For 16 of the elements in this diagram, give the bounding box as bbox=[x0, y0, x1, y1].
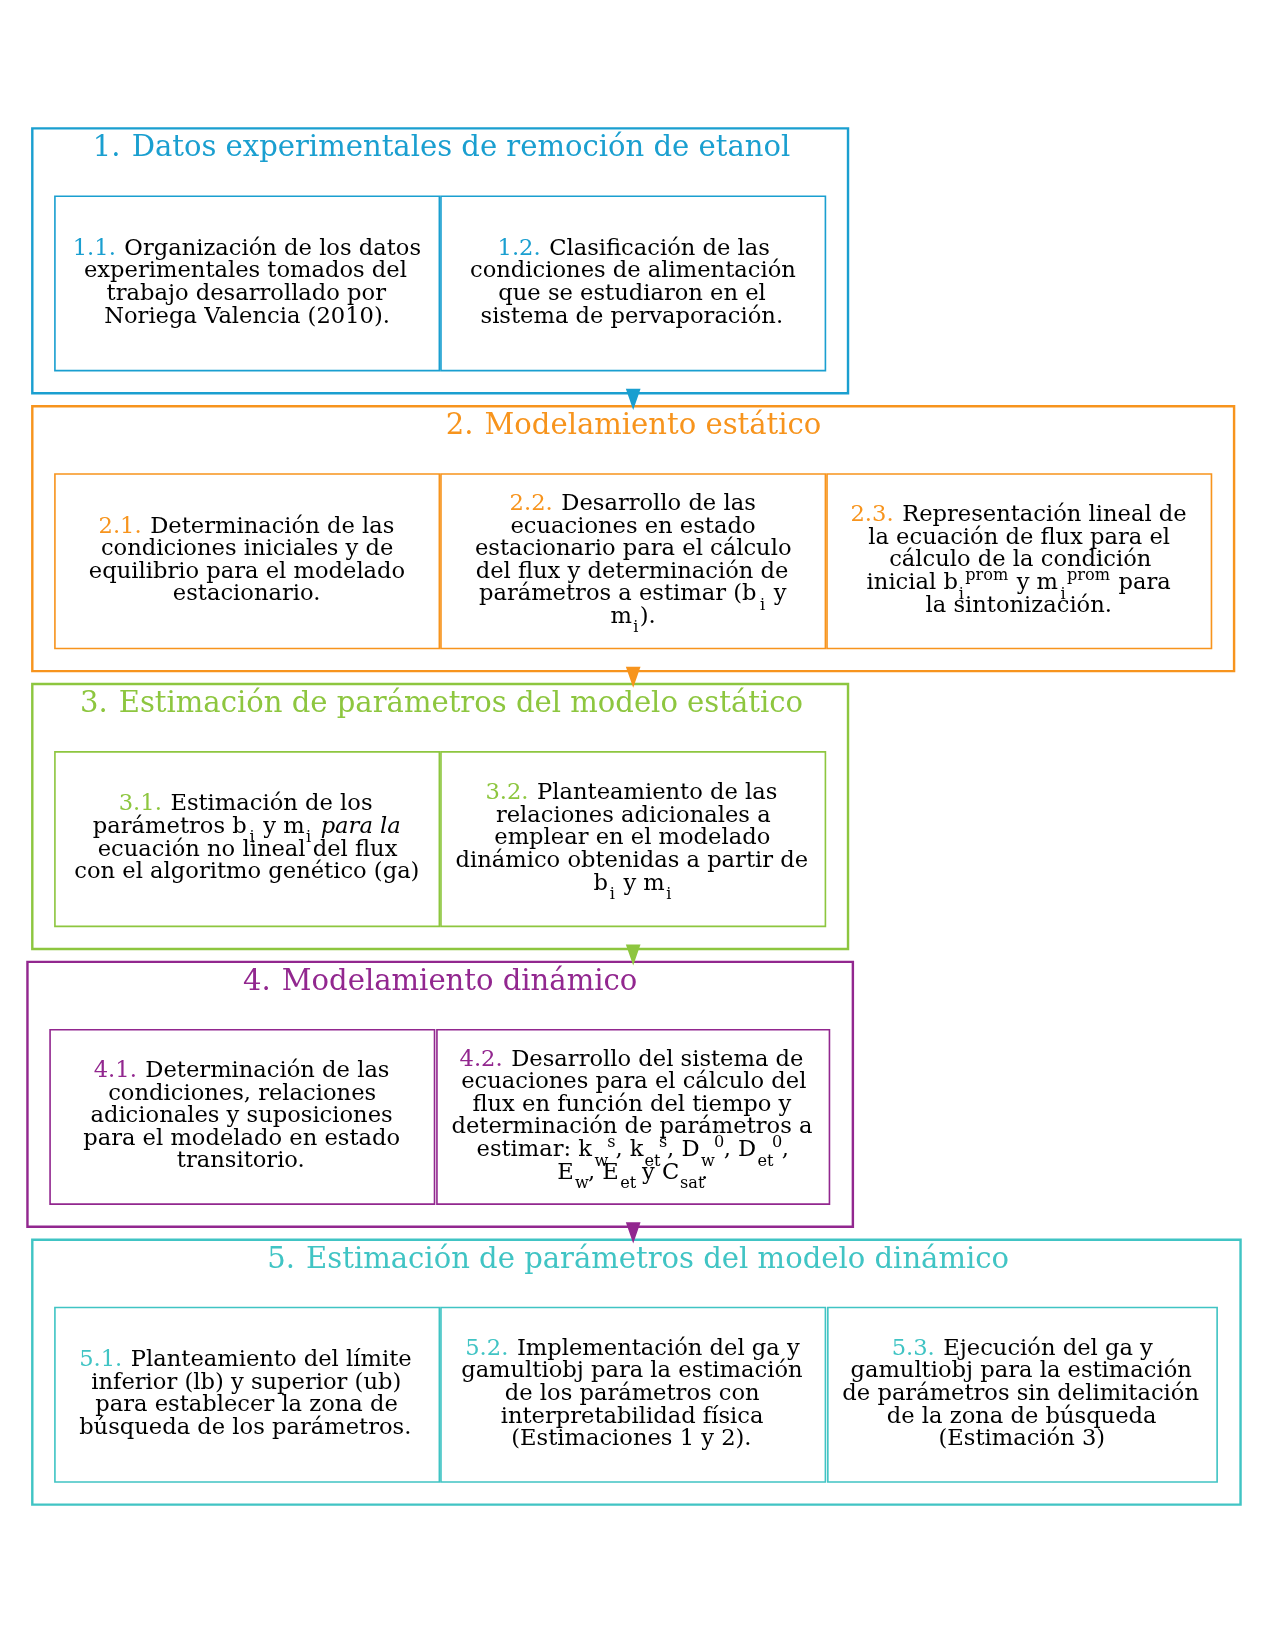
node-box: 1.1. Organización de los datos experimentales tomados del trabajo desarrollado por Noriega Valencia (2010). bbox=[54, 195, 441, 372]
node-box: 2.3. Representación lineal de la ecuación de flux para el cálculo de la condición inicial b$_{i}$$^{prom}$ y m$_{i}$$^{prom}$ para la sintonización. bbox=[826, 473, 1213, 650]
node-box: 5.1. Planteamiento del límite inferior (lb) y superior (ub) para establecer la zona de búsqueda de los parámetros. bbox=[54, 1306, 441, 1483]
node-box: 5.3. Ejecución del ga y gamultiobj para la estimación de parámetros sin delimitación de la zona de búsqueda (Estimación 3) bbox=[827, 1306, 1218, 1483]
arrow bbox=[625, 944, 641, 966]
node-box: 3.1. Estimación de los parámetros b$_{i}$ y m$_{i}$ para la ecuación no lineal del flux con el algoritmo genético (ga) bbox=[54, 751, 441, 928]
arrow bbox=[625, 1222, 641, 1244]
arrow bbox=[625, 388, 641, 410]
node-box: 1.2. Clasificación de las condiciones de alimentación que se estudiaron en el sistema de pervaporación. bbox=[440, 195, 827, 372]
arrow bbox=[625, 666, 641, 688]
node-box: 2.1. Determinación de las condiciones iniciales y de equilibrio para el modelado estacionario. bbox=[54, 473, 441, 650]
node-box: 3.2. Planteamiento de las relaciones adicionales a emplear en el modelado dinámico obtenidas a partir de b$_{i}$ y m$_{i}$ bbox=[440, 751, 827, 928]
node-box: 2.2. Desarrollo de las ecuaciones en estado estacionario para el cálculo del flux y determinación de parámetros a estimar (b$_{i}$ y m$_{i}$). bbox=[440, 473, 827, 650]
node-box: 4.2. Desarrollo del sistema de ecuaciones para el cálculo del flux en función del tiempo y determinación de parámetros a estimar: k$_{w}$$^{s}$, k$_{et}$$^{s}$, D$_{w}$$^{0}$, D$_{et}$$^{0}$, E$_{w}$, E$_{et}$ y C$_{sat}$. bbox=[436, 1028, 831, 1205]
node-box: 4.1. Determinación de las condiciones, relaciones adicionales y suposiciones para el modelado en estado transitorio. bbox=[49, 1028, 436, 1205]
node-box: 5.2. Implementación del ga y gamultiobj para la estimación de los parámetros con interpretabilidad física (Estimaciones 1 y 2). bbox=[440, 1306, 827, 1483]
